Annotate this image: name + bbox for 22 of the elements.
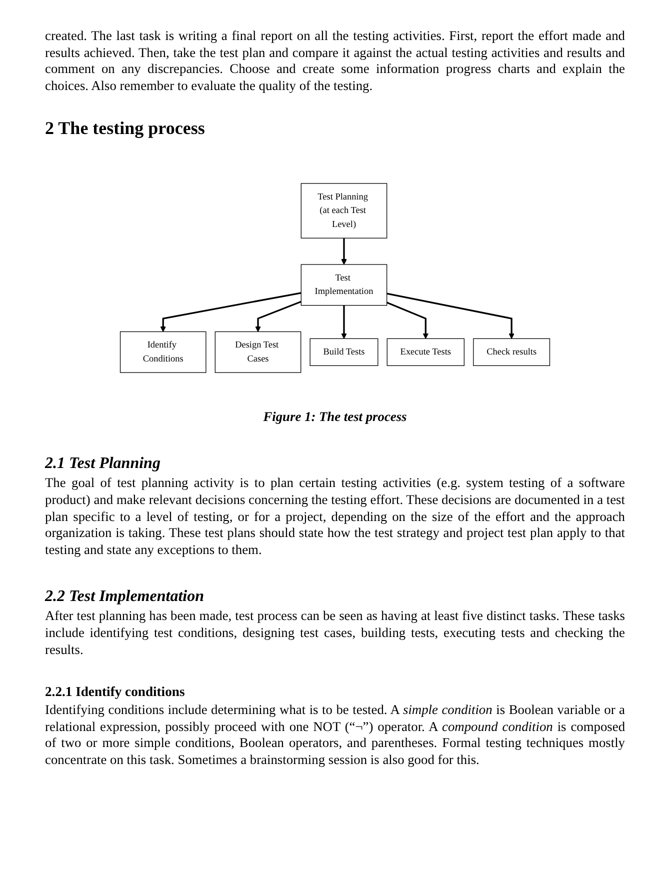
paragraph: The goal of test planning activity is to plan certain testing activities (e.g. system testing of a software product) and make relevant decisions concerning the testing effort. These decisions are documented in a test plan specific to a level of testing, or for a project, depending on the size of the effort and the approach organization is taking. These test plans should state how the test strategy and project test plan apply to that testing and state any exceptions to them. [45, 475, 625, 558]
section-heading: 2.2 Test Implementation [45, 588, 205, 606]
node-box: Check results [473, 338, 550, 366]
subsection-heading: 2.2.1 Identify conditions [45, 684, 186, 700]
section-heading: 2 The testing process [45, 118, 206, 140]
arrow [341, 238, 347, 266]
paragraph: Identifying conditions include determining what is to be tested. A simple condition is Boolean variable or a relational expression, possibly proceed with one NOT (“¬”) operator. A compound condition is composed of two or more simple conditions, Boolean operators, and parentheses. Formal testing techniques mostly concentrate on this task. Sometimes a brainstorming session is also good for this. [45, 702, 625, 768]
arrow [255, 301, 302, 332]
node-box: Execute Tests [386, 338, 464, 366]
arrow [341, 306, 347, 340]
paragraph: After test planning has been made, test process can be seen as having at least five distinct tasks. These tasks include identifying test conditions, designing test cases, building tests, executing tests and checking the results. [45, 608, 625, 658]
node-box: Design Test Cases [214, 332, 302, 374]
node-box: Test Implementation [300, 264, 388, 306]
figure-caption: Figure 1: The test process [262, 409, 408, 426]
section-heading: 2.1 Test Planning [45, 455, 162, 474]
arrow [386, 293, 514, 340]
paragraph: created. The last task is writing a final report on all the testing activities. First, report the effort made and results achieved. Then, take the test plan and compare it against the actual testing activities and results and comment on any discrepancies. Choose and create some information progress charts and explain the choices. Also remember to evaluate the quality of the testing. [45, 28, 625, 94]
node-box: Identify Conditions [120, 332, 206, 374]
node-box: Build Tests [310, 338, 378, 366]
arrow [160, 292, 302, 332]
arrow [386, 302, 429, 340]
node-box: Test Planning (at each Test Level) [300, 183, 388, 239]
